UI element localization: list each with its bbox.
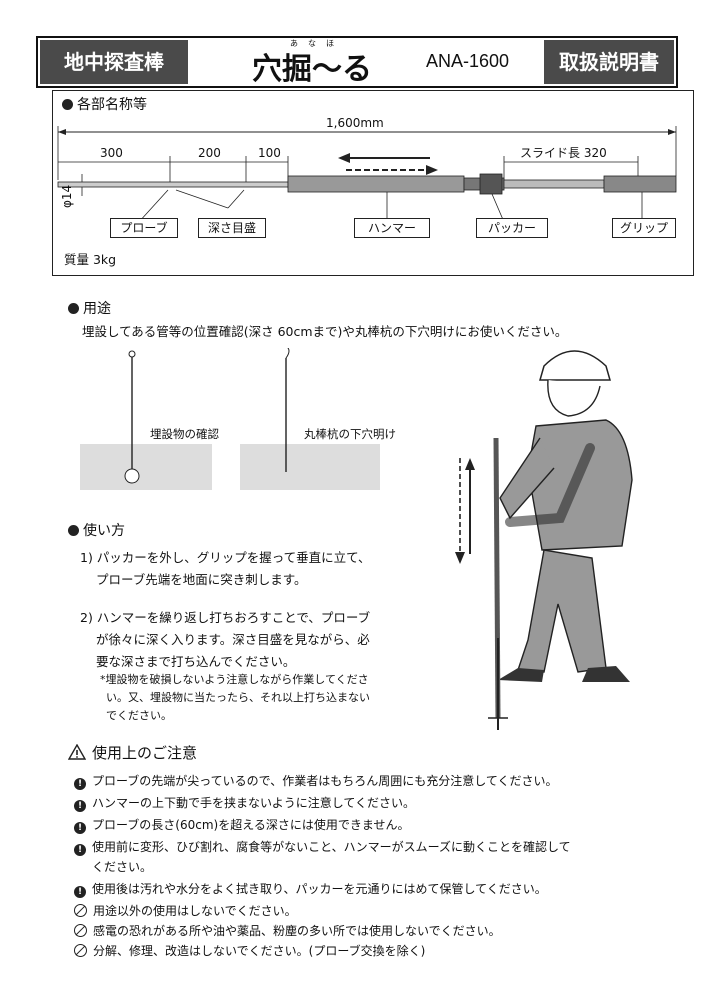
slide-length-label: スライド長 320 bbox=[520, 144, 607, 161]
model-number: ANA-1600 bbox=[426, 51, 510, 71]
usage-title: 用途 bbox=[83, 301, 111, 317]
caution-text: 用途以外の使用はしないでください。 bbox=[93, 904, 297, 918]
prohibition-icon bbox=[74, 944, 87, 957]
parts-diagram-box bbox=[52, 90, 694, 276]
caution-text: 使用前に変形、ひび割れ、腐食等がないこと、ハンマーがスムーズに動くことを確認して bbox=[92, 840, 571, 854]
caution-title: 使用上のご注意 bbox=[92, 744, 198, 762]
slide-value: 320 bbox=[583, 146, 607, 160]
caution-item: ! プローブの長さ(60cm)を超える深さには使用できません。 bbox=[74, 816, 409, 834]
caution-text: ハンマーの上下動で手を挟まないように注意してください。 bbox=[92, 796, 416, 810]
dim-200: 200 bbox=[198, 146, 221, 160]
exclamation-icon: ! bbox=[74, 822, 86, 834]
exclamation-icon: ! bbox=[74, 778, 86, 790]
step1-line1: 1) パッカーを外し、グリップを握って垂直に立て、 bbox=[80, 550, 371, 565]
prohibition-icon bbox=[74, 924, 87, 937]
prohibition-icon bbox=[74, 904, 87, 917]
note-line2: い。又、埋設物に当たったら、それ以上打ち込まない bbox=[106, 691, 370, 704]
label-depth-scale: 深さ目盛 bbox=[198, 218, 266, 238]
warning-triangle-icon bbox=[67, 743, 87, 760]
caution-item: 感電の恐れがある所や油や薬品、粉塵の多い所では使用しないでください。 bbox=[74, 922, 501, 939]
label-grip: グリップ bbox=[612, 218, 676, 238]
exclamation-icon: ! bbox=[74, 886, 86, 898]
product-ruby: あなほ bbox=[290, 39, 344, 48]
fig1-label: 埋設物の確認 bbox=[150, 427, 219, 441]
caution-item: 用途以外の使用はしないでください。 bbox=[74, 902, 297, 919]
fig2-label: 丸棒杭の下穴明け bbox=[304, 427, 396, 441]
howto-title: 使い方 bbox=[83, 523, 125, 539]
exclamation-icon: ! bbox=[74, 800, 86, 812]
category-label: 地中探査棒 bbox=[40, 40, 188, 84]
exclamation-icon: ! bbox=[74, 844, 86, 856]
note-line1: *埋設物を破損しないよう注意しながら作業してくださ bbox=[100, 673, 369, 686]
caution-text: 分解、修理、改造はしないでください。(プローブ交換を除く) bbox=[93, 944, 426, 958]
total-length-label: 1,600mm bbox=[326, 116, 384, 130]
slide-label-text: スライド長 bbox=[520, 146, 581, 160]
usage-section-heading: 用途 bbox=[68, 298, 111, 318]
tool-diagram bbox=[57, 126, 677, 224]
caution-section-heading: 使用上のご注意 bbox=[67, 742, 198, 763]
caution-text: プローブの先端が尖っているので、作業者はもちろん周囲にも充分注意してください。 bbox=[92, 774, 558, 788]
doc-type-label: 取扱説明書 bbox=[544, 40, 674, 84]
usage-text: 埋設してある管等の位置確認(深さ 60cmまで)や丸棒杭の下穴明けにお使いくださ… bbox=[82, 324, 568, 339]
step2-line3: 要な深さまで打ち込んでください。 bbox=[96, 654, 296, 669]
bullet-icon bbox=[68, 525, 79, 536]
caution-text: プローブの長さ(60cm)を超える深さには使用できません。 bbox=[92, 818, 410, 832]
caution-item: ! プローブの先端が尖っているので、作業者はもちろん周囲にも充分注意してください。 bbox=[74, 772, 557, 790]
label-hammer: ハンマー bbox=[354, 218, 430, 238]
step1-line2: プローブ先端を地面に突き刺します。 bbox=[96, 572, 307, 587]
worker-illustration bbox=[455, 350, 633, 730]
caution-item: ! 使用前に変形、ひび割れ、腐食等がないこと、ハンマーがスムーズに動くことを確認し… bbox=[74, 838, 571, 856]
caution-text: 使用後は汚れや水分をよく拭き取り、パッカーを元通りにはめて保管してください。 bbox=[92, 882, 547, 896]
caution-text: 感電の恐れがある所や油や薬品、粉塵の多い所では使用しないでください。 bbox=[93, 924, 501, 938]
step2-line2: が徐々に深く入ります。深さ目盛を見ながら、必 bbox=[96, 632, 370, 647]
caution-item: ! ハンマーの上下動で手を挟まないように注意してください。 bbox=[74, 794, 415, 812]
label-probe: プローブ bbox=[110, 218, 178, 238]
bullet-icon bbox=[62, 99, 73, 110]
diameter-label: φ14 bbox=[60, 184, 74, 208]
header-bar: 地中探査棒 あなほ 穴掘〜る ANA-1600 取扱説明書 bbox=[36, 36, 678, 88]
caution-item: 分解、修理、改造はしないでください。(プローブ交換を除く) bbox=[74, 942, 425, 959]
parts-title: 各部名称等 bbox=[77, 97, 147, 113]
caution-item: ! 使用後は汚れや水分をよく拭き取り、パッカーを元通りにはめて保管してください。 bbox=[74, 880, 547, 898]
dim-100: 100 bbox=[258, 146, 281, 160]
usage-illustrations bbox=[80, 348, 380, 490]
bullet-icon bbox=[68, 303, 79, 314]
step2-line1: 2) ハンマーを繰り返し打ちおろすことで、プローブ bbox=[80, 610, 371, 625]
product-name: 穴掘〜る bbox=[252, 52, 372, 87]
weight-label: 質量 3kg bbox=[64, 252, 117, 267]
caution-item-continued: ください。 bbox=[92, 860, 153, 874]
dim-300: 300 bbox=[100, 146, 123, 160]
label-packer: パッカー bbox=[476, 218, 548, 238]
note-line3: でください。 bbox=[106, 709, 172, 722]
parts-section-heading: 各部名称等 bbox=[62, 94, 147, 114]
howto-section-heading: 使い方 bbox=[68, 520, 125, 540]
